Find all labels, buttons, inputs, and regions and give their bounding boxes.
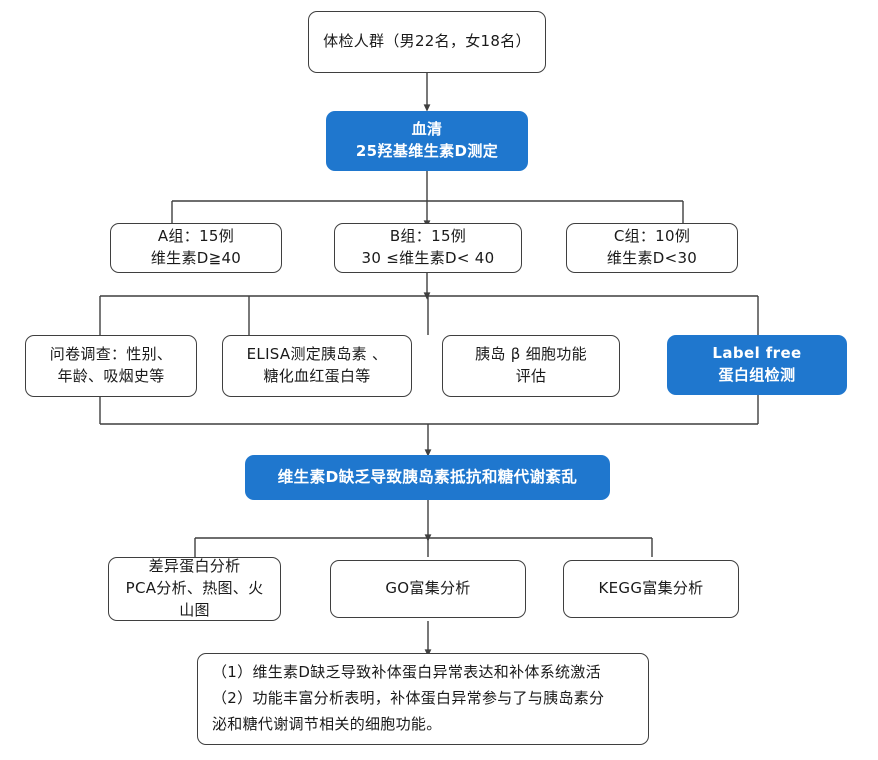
node-kegg-enrichment-label: KEGG富集分析: [598, 579, 704, 598]
node-cohort[interactable]: 体检人群（男22名，女18名）: [308, 11, 546, 73]
node-group-a[interactable]: A组：15例 维生素D≧40: [110, 223, 282, 273]
node-beta-cell-label: 胰岛 β 细胞功能 评估: [475, 345, 587, 385]
node-questionnaire-label: 问卷调查：性别、 年龄、吸烟史等: [49, 345, 173, 385]
node-cohort-label: 体检人群（男22名，女18名）: [323, 32, 531, 51]
node-group-c[interactable]: C组：10例 维生素D<30: [566, 223, 738, 273]
node-go-enrichment[interactable]: GO富集分析: [330, 560, 526, 618]
node-label-free-label: Label free 蛋白组检测: [712, 344, 802, 384]
node-label-free[interactable]: Label free 蛋白组检测: [667, 335, 847, 395]
node-mechanism-label: 维生素D缺乏导致胰岛素抵抗和糖代谢紊乱: [277, 468, 578, 487]
node-serum-assay[interactable]: 血清 25羟基维生素D测定: [326, 111, 528, 171]
node-group-c-label: C组：10例 维生素D<30: [606, 227, 698, 267]
node-elisa[interactable]: ELISA测定胰岛素 、 糖化血红蛋白等: [222, 335, 412, 397]
node-kegg-enrichment[interactable]: KEGG富集分析: [563, 560, 739, 618]
node-diff-protein[interactable]: 差异蛋白分析 PCA分析、热图、火 山图: [108, 557, 281, 621]
node-conclusion[interactable]: （1）维生素D缺乏导致补体蛋白异常表达和补体系统激活 （2）功能丰富分析表明，补…: [197, 653, 649, 745]
node-elisa-label: ELISA测定胰岛素 、 糖化血红蛋白等: [246, 345, 388, 385]
node-diff-protein-label: 差异蛋白分析 PCA分析、热图、火 山图: [125, 557, 264, 619]
node-group-b-label: B组：15例 30 ≤维生素D< 40: [361, 227, 495, 267]
node-beta-cell[interactable]: 胰岛 β 细胞功能 评估: [442, 335, 620, 397]
node-serum-assay-label: 血清 25羟基维生素D测定: [355, 120, 499, 160]
node-mechanism[interactable]: 维生素D缺乏导致胰岛素抵抗和糖代谢紊乱: [245, 455, 610, 500]
node-questionnaire[interactable]: 问卷调查：性别、 年龄、吸烟史等: [25, 335, 197, 397]
node-go-enrichment-label: GO富集分析: [385, 579, 471, 598]
node-group-b[interactable]: B组：15例 30 ≤维生素D< 40: [334, 223, 522, 273]
node-group-a-label: A组：15例 维生素D≧40: [150, 227, 242, 267]
node-conclusion-label: （1）维生素D缺乏导致补体蛋白异常表达和补体系统激活 （2）功能丰富分析表明，补…: [212, 663, 605, 733]
